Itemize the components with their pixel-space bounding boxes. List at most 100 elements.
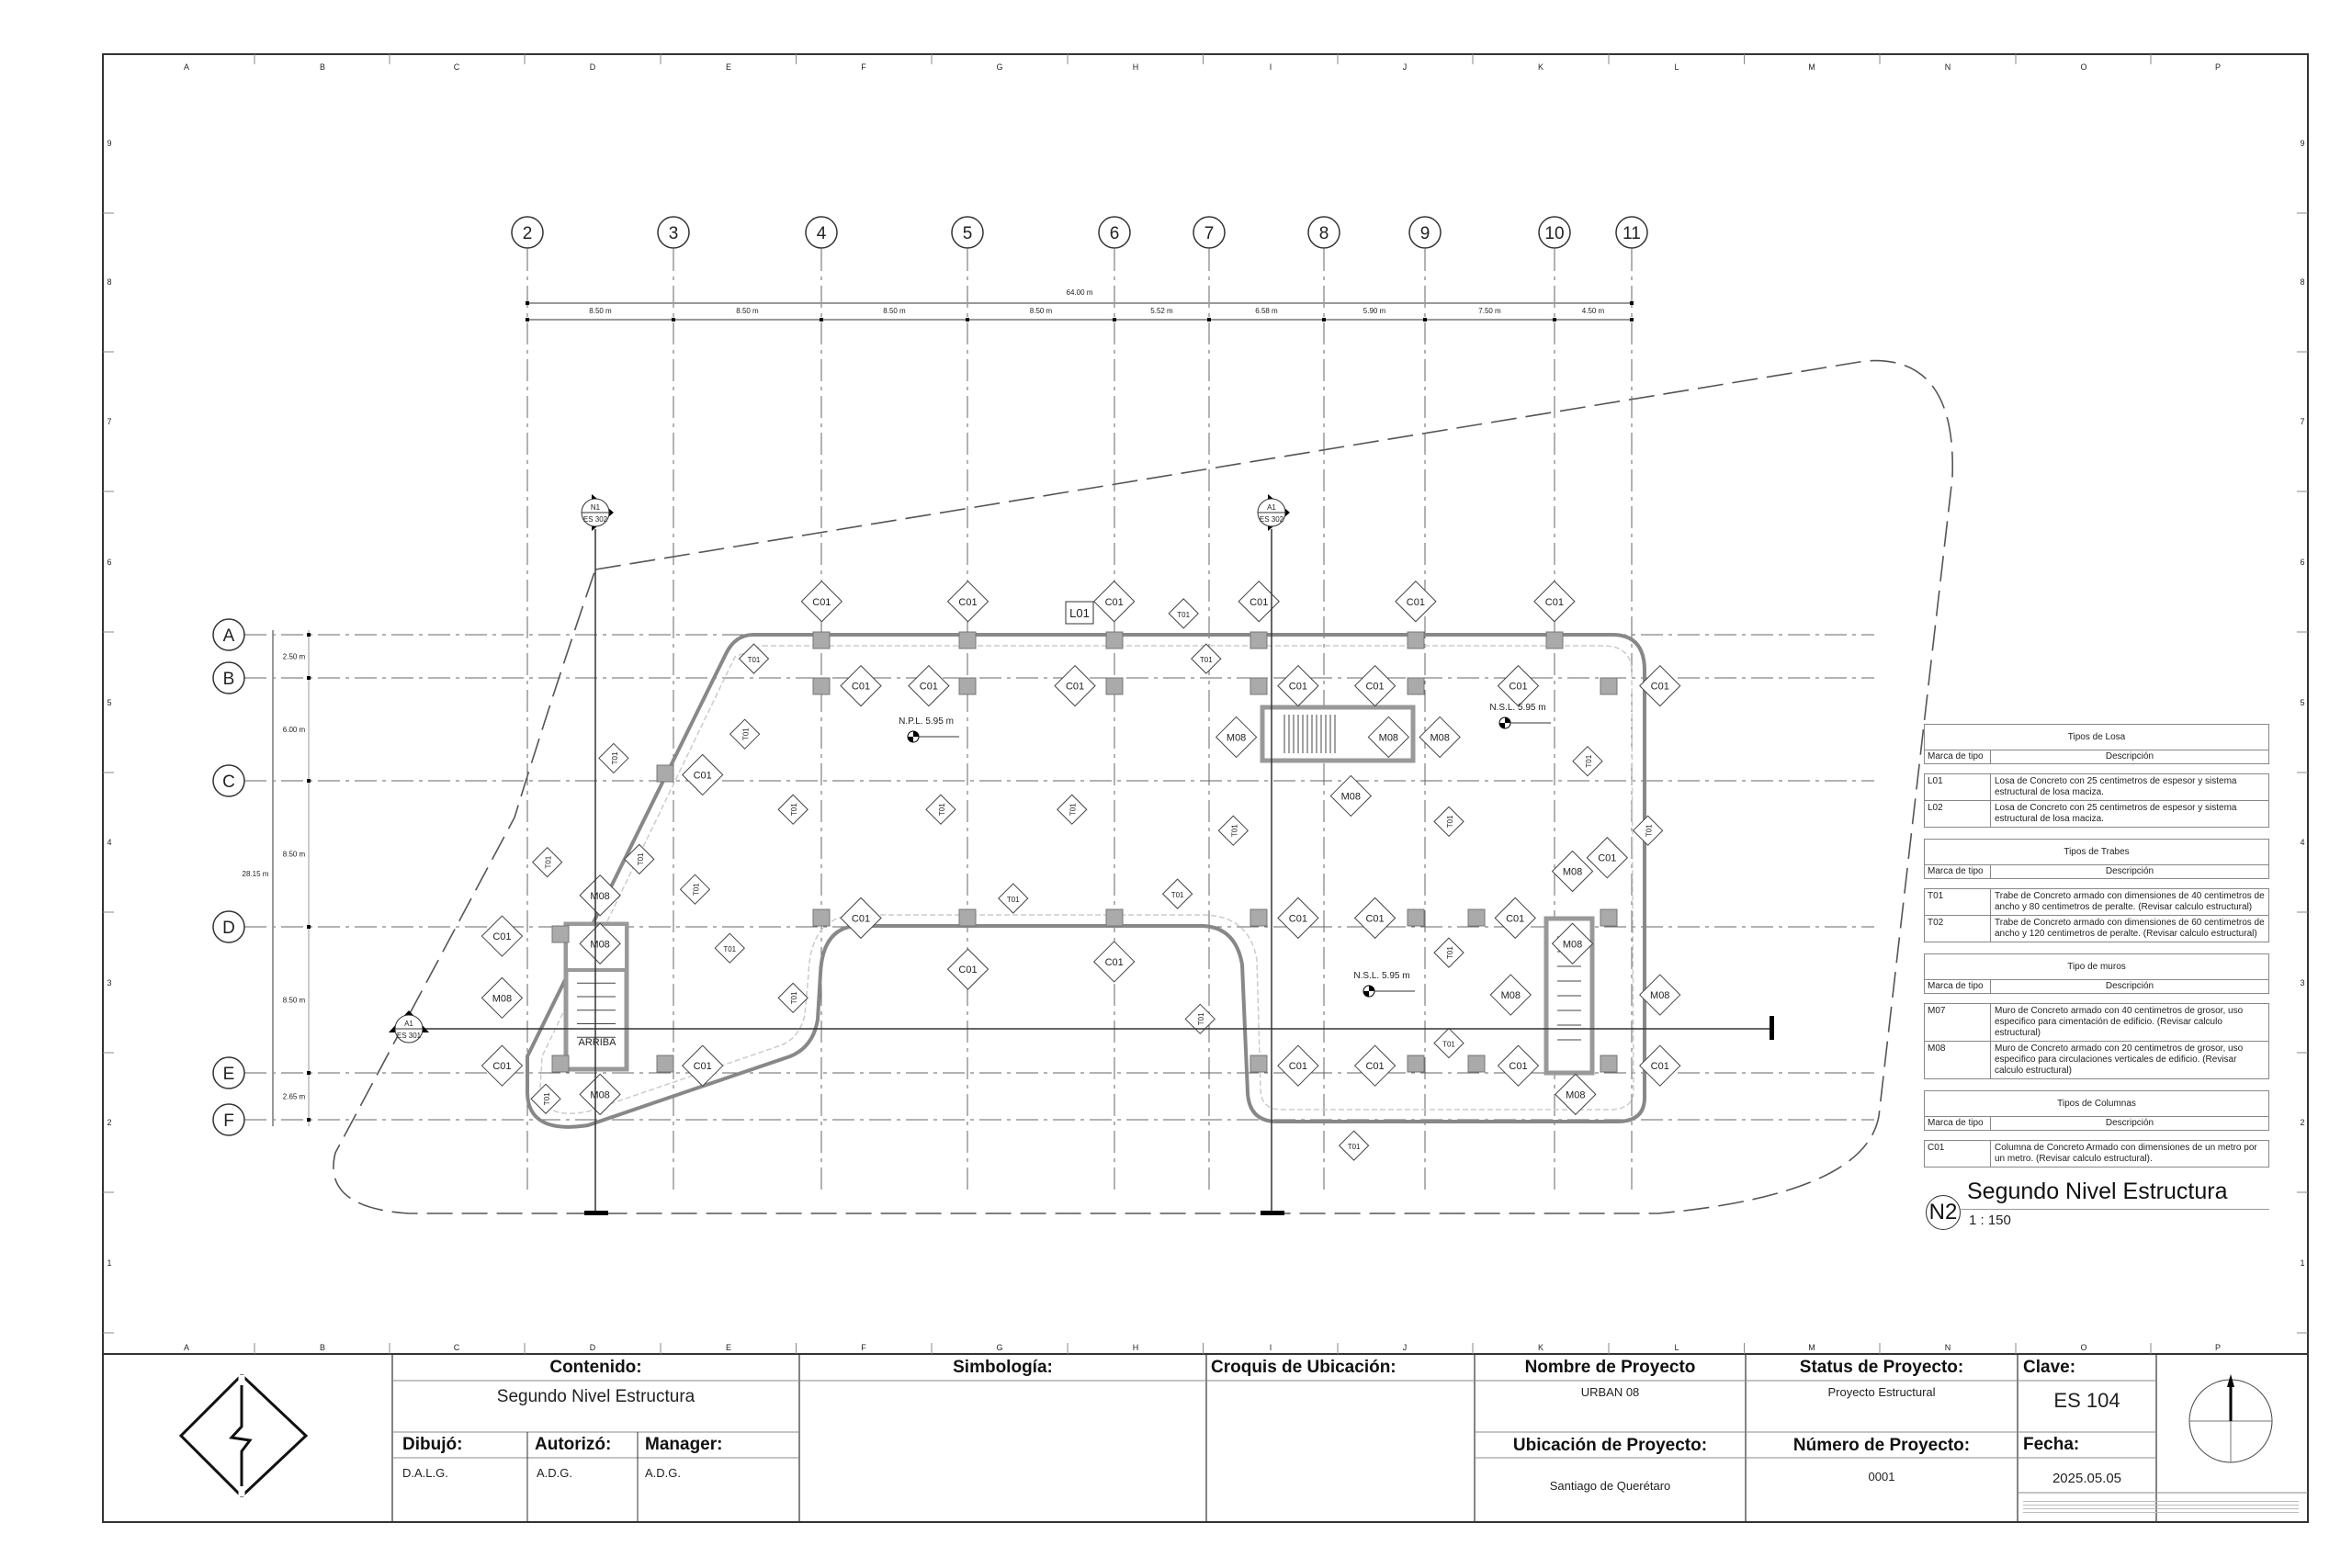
- grid-label-6: 6: [1110, 224, 1120, 243]
- dimension-x: 8.50 m: [883, 307, 906, 315]
- level-label: N.S.L. 5.95 m: [1353, 971, 1409, 981]
- tag-t01: T01: [1184, 1003, 1216, 1035]
- sheet-column-label-bottom: G: [996, 1343, 1002, 1352]
- clave-value: ES 104: [2053, 1389, 2120, 1412]
- column: [1600, 1055, 1618, 1073]
- tag-diamond: [624, 843, 655, 875]
- tag-diamond: [1215, 716, 1258, 759]
- ubicacion-label: Ubicación de Proyecto:: [1512, 1436, 1708, 1455]
- tag-diamond: [1161, 878, 1193, 909]
- column: [1545, 631, 1564, 649]
- site-boundary: [333, 359, 1953, 1214]
- level-marker-npl: N.P.L. 5.95 m: [899, 716, 959, 743]
- grid-label-D: D: [222, 919, 235, 938]
- grid-label-4: 4: [817, 224, 827, 243]
- contenido-value: Segundo Nivel Estructura: [496, 1387, 695, 1406]
- column: [1105, 908, 1124, 927]
- tag-diamond: [481, 915, 524, 957]
- tag-label: C01: [920, 682, 938, 693]
- tag-t01: T01: [1572, 745, 1603, 777]
- section-id: A1: [1267, 503, 1276, 512]
- tag-c01: C01: [1395, 581, 1437, 623]
- tag-c01: C01: [1092, 941, 1136, 983]
- grid-label-2: 2: [523, 224, 533, 243]
- company-logo: [178, 1373, 309, 1498]
- legend-mark: C01: [1925, 1141, 1991, 1167]
- dimension-tick: [307, 676, 311, 680]
- sheet-column-label-bottom: D: [590, 1343, 596, 1352]
- tag-label: C01: [694, 770, 712, 781]
- sheet-column-label-bottom: H: [1133, 1343, 1139, 1352]
- dimension-y: 8.50 m: [283, 997, 306, 1005]
- view-scale: 1 : 150: [1969, 1213, 2011, 1228]
- tag-diamond: [579, 922, 621, 964]
- sheet-row-label-right: 9: [2300, 139, 2304, 148]
- tag-label: C01: [1545, 597, 1564, 608]
- legend-col-mark: Marca de tipo: [1925, 865, 1991, 878]
- tag-c01: C01: [1639, 1044, 1681, 1087]
- tag-diamond: [1057, 794, 1088, 825]
- legend-mark: L01: [1925, 774, 1991, 800]
- column: [1600, 677, 1618, 695]
- sheet-row-label-right: 1: [2300, 1258, 2304, 1268]
- tag-label: C01: [1506, 913, 1524, 924]
- sheet-column-label-bottom: M: [1808, 1343, 1815, 1352]
- tag-label: C01: [492, 931, 511, 942]
- grid-label-B: B: [223, 670, 235, 689]
- status-label: Status de Proyecto:: [1799, 1358, 1964, 1377]
- grid-bubble: [212, 1103, 245, 1136]
- tag-m08: M08: [1639, 974, 1681, 1016]
- tag-diamond: [1419, 716, 1461, 759]
- tag-diamond: [1054, 664, 1096, 707]
- tag-c01: C01: [1586, 837, 1629, 879]
- tag-label: C01: [1651, 1061, 1669, 1072]
- tag-label: C01: [1289, 682, 1307, 693]
- dimension-y: 2.50 m: [283, 653, 306, 661]
- north-tip: [2227, 1374, 2234, 1387]
- tag-label: T01: [637, 852, 645, 865]
- dimension-tick: [820, 318, 823, 321]
- view-title-underline: [1959, 1209, 2269, 1210]
- grid-bubble: [212, 910, 245, 943]
- dimension-tick: [672, 318, 675, 321]
- sheet-column-label-top: G: [996, 62, 1002, 72]
- tag-label: C01: [958, 597, 977, 608]
- fecha-value: 2025.05.05: [2052, 1471, 2122, 1486]
- beam-outline: [539, 645, 1634, 1114]
- tag-c01: C01: [1353, 1044, 1396, 1087]
- section-end-bar: [584, 1211, 608, 1215]
- dimension-tick: [307, 1118, 311, 1122]
- manager-value: A.D.G.: [645, 1466, 682, 1480]
- tag-diamond: [481, 1044, 524, 1087]
- ubicacion-value: Santiago de Querétaro: [1549, 1479, 1671, 1493]
- tag-label: C01: [1289, 1061, 1307, 1072]
- grid-bubble: [657, 216, 690, 249]
- grid-bubble: [1098, 216, 1131, 249]
- grid-bubble: [1408, 216, 1442, 249]
- legend-mark: M07: [1925, 1004, 1991, 1041]
- column: [1600, 908, 1618, 927]
- column: [1407, 1055, 1425, 1073]
- tag-label: T01: [1585, 754, 1593, 767]
- tag-t01: T01: [777, 982, 808, 1014]
- view-tag-circle: N2: [1926, 1195, 1961, 1230]
- tag-diamond: [1494, 897, 1536, 940]
- tag-label: T01: [1177, 611, 1190, 619]
- column: [812, 631, 831, 649]
- tag-diamond: [1329, 774, 1373, 818]
- tag-m08: M08: [1489, 974, 1532, 1016]
- tag-t01: T01: [729, 718, 761, 750]
- grid-bubble: [1307, 216, 1340, 249]
- sheet-row-label-left: 3: [107, 978, 111, 987]
- tag-c01: C01: [800, 581, 843, 623]
- grid-bubble: [212, 1056, 245, 1089]
- tag-label: C01: [1509, 682, 1527, 693]
- tag-label: T01: [748, 656, 761, 664]
- tag-diamond: [1497, 1044, 1540, 1087]
- legend-title: Tipo de muros: [1925, 954, 2268, 980]
- dimension-x: 8.50 m: [589, 307, 612, 315]
